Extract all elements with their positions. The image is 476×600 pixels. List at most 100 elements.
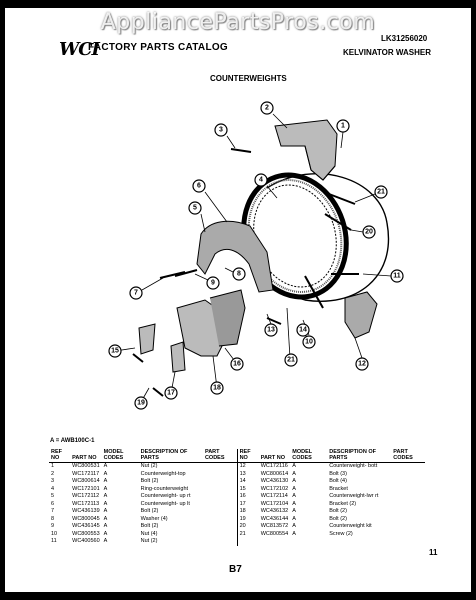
- callout-8: 8: [232, 267, 246, 281]
- table-cell: A: [292, 463, 296, 469]
- svg-text:17: 17: [167, 390, 175, 397]
- table-cell: 16: [239, 493, 246, 499]
- table-cell: WC172117: [72, 470, 100, 477]
- svg-text:11: 11: [393, 273, 401, 280]
- table-cell: Bolt (2): [329, 508, 347, 514]
- wci-logo: WCI: [59, 39, 100, 60]
- table-cell: WC436132: [260, 508, 289, 514]
- catalog-title: FACTORY PARTS CATALOG: [88, 42, 229, 53]
- exploded-parts-diagram: 1 2 3 4 5 6 7 8 9 10 11 12 13 15 16 17 1…: [108, 101, 404, 410]
- section-title: COUNTERWEIGHTS: [210, 74, 287, 83]
- watermark: AppliancePartsPros.com: [100, 10, 376, 35]
- table-cell: Counterweight-top: [140, 470, 186, 477]
- svg-text:21: 21: [377, 189, 385, 196]
- table-cell: 3: [51, 478, 55, 484]
- table-cell: [202, 500, 238, 508]
- table-cell: [391, 463, 425, 471]
- col-part-no: PART NO: [258, 449, 291, 463]
- table-cell: A: [103, 500, 108, 507]
- table-cell: [202, 530, 238, 538]
- table-cell: 4: [51, 485, 55, 492]
- callout-14b: 14: [296, 323, 310, 337]
- table-cell: A: [103, 478, 108, 484]
- col-description: DESCRIPTION OF PARTS: [327, 449, 392, 463]
- table-cell: Counterweight-lwr rt: [329, 493, 379, 499]
- table-cell: [391, 516, 425, 524]
- catalog-page: 1 2 3 4 5 6 7 8 9 10 11 12 13 15 16 17 1…: [5, 8, 471, 592]
- table-cell: WC800614: [72, 478, 100, 484]
- table-cell: Counterweight kit: [329, 523, 372, 529]
- callout-19: 19: [134, 396, 148, 410]
- svg-text:1: 1: [341, 123, 345, 130]
- callout-7: 7: [129, 286, 143, 300]
- table-cell: WC400560: [72, 538, 100, 544]
- table-header-row: REF NO PART NO MODEL CODES DESCRIPTION O…: [49, 449, 425, 463]
- table-cell: [391, 538, 425, 546]
- table-cell: WC800531: [72, 463, 100, 469]
- table-cell: Bracket: [329, 485, 348, 492]
- table-cell: A: [103, 530, 108, 537]
- table-cell: 18: [239, 508, 246, 514]
- table-cell: [202, 478, 238, 486]
- callout-17: 17: [164, 386, 178, 400]
- svg-text:10: 10: [305, 339, 313, 346]
- table-cell: [391, 523, 425, 531]
- page-number: B7: [229, 564, 242, 575]
- svg-text:4: 4: [259, 177, 263, 184]
- callout-6: 6: [192, 179, 206, 193]
- table-cell: A: [103, 538, 108, 544]
- callout-1: 1: [336, 119, 350, 133]
- table-cell: 12: [239, 463, 246, 469]
- table-cell: [202, 493, 238, 501]
- table-cell: 10: [51, 530, 58, 537]
- svg-text:16: 16: [233, 361, 241, 368]
- table-cell: [391, 486, 425, 494]
- col-model-codes: MODEL CODES: [101, 449, 139, 463]
- table-cell: A: [103, 493, 108, 499]
- callout-5: 5: [188, 201, 202, 215]
- table-cell: A: [292, 478, 296, 484]
- table-cell: WC436130: [260, 478, 289, 484]
- callout-4: 4: [254, 173, 268, 187]
- table-cell: Ring-counterweight: [140, 485, 189, 492]
- col-description: DESCRIPTION OF PARTS: [138, 449, 203, 463]
- table-cell: A: [103, 485, 108, 492]
- table-cell: 2: [51, 470, 55, 477]
- table-cell: [290, 538, 327, 546]
- callout-3: 3: [214, 123, 228, 137]
- table-cell: [202, 485, 238, 493]
- svg-text:20: 20: [365, 229, 373, 236]
- table-cell: [391, 531, 425, 539]
- col-model-codes: MODEL CODES: [290, 449, 328, 463]
- col-part-no: PART NO: [70, 449, 102, 463]
- table-cell: [391, 478, 425, 486]
- table-cell: 19: [239, 515, 246, 522]
- table-cell: WC800045: [72, 515, 100, 522]
- callout-11: 11: [390, 269, 404, 283]
- table-cell: [259, 538, 291, 546]
- table-cell: A: [103, 523, 108, 529]
- svg-text:13: 13: [267, 327, 275, 334]
- model-footnote: A = AWB100C-1: [50, 438, 95, 444]
- table-cell: Nut (2): [140, 538, 158, 544]
- table-cell: WC172104: [260, 500, 289, 507]
- table-cell: WC172101: [72, 485, 100, 492]
- table-cell: WC172114: [260, 493, 288, 499]
- diagram-callouts: 1 2 3 4 5 6 7 8 9 10 11 12 13 15 16 17 1…: [108, 101, 404, 410]
- svg-text:21: 21: [287, 357, 295, 364]
- table-cell: [202, 470, 238, 478]
- table-cell: [202, 462, 238, 471]
- parts-table: REF NO PART NO MODEL CODES DESCRIPTION O…: [49, 449, 425, 546]
- table-cell: A: [103, 463, 108, 469]
- table-cell: [202, 515, 238, 523]
- svg-text:9: 9: [211, 280, 215, 287]
- table-cell: WC172116: [260, 463, 288, 469]
